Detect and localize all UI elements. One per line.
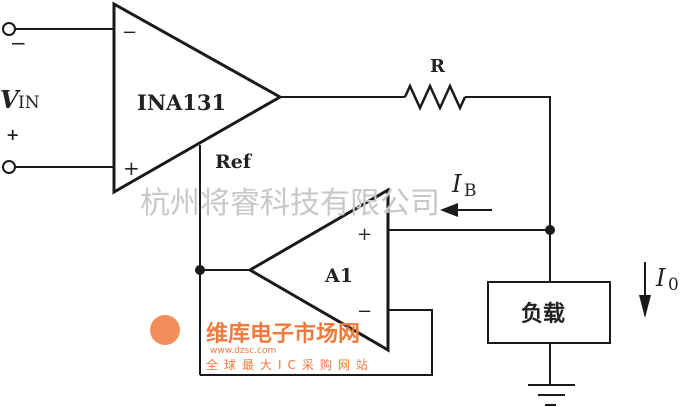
io-label: I [655, 264, 666, 292]
io-subscript: 0 [668, 275, 679, 295]
wire-r-node [465, 96, 551, 283]
vin-subscript: IN [18, 93, 40, 113]
watermark-slogan: 全球最大IC采购网站 [206, 357, 374, 372]
resistor-label: R [430, 56, 446, 77]
node-dot [195, 265, 205, 275]
ib-label: I [451, 170, 462, 198]
node-dot [545, 225, 555, 235]
load-label: 负载 [521, 301, 565, 327]
ref-label: Ref [215, 151, 253, 173]
ib-arrowhead-icon [440, 203, 458, 217]
a1-plus-input: + [357, 224, 372, 245]
ina-plus-input: + [123, 156, 140, 180]
input-terminal-plus [2, 160, 16, 174]
wire-a1-feedback [200, 309, 433, 376]
watermark-company: 杭州将睿科技有限公司 [140, 186, 440, 221]
watermark-brand: 维库电子市场网 [206, 321, 360, 347]
ina131-amplifier [112, 1, 284, 195]
watermark-logo-icon [150, 315, 180, 345]
vin-plus-sign: + [6, 125, 19, 144]
ib-subscript: B [464, 181, 477, 201]
watermark-url: www.dzsc.com [210, 346, 276, 356]
vin-minus-sign: − [10, 31, 27, 55]
a1-label: A1 [324, 265, 353, 287]
a1-amplifier [247, 187, 390, 353]
a1-minus-input: − [357, 301, 372, 322]
ground-icon [528, 384, 575, 406]
ina131-label: INA131 [137, 90, 226, 115]
resistor-r [403, 82, 467, 112]
vin-label: V [0, 85, 21, 114]
ina-minus-input: − [122, 22, 137, 43]
io-arrowhead-icon [639, 295, 651, 318]
